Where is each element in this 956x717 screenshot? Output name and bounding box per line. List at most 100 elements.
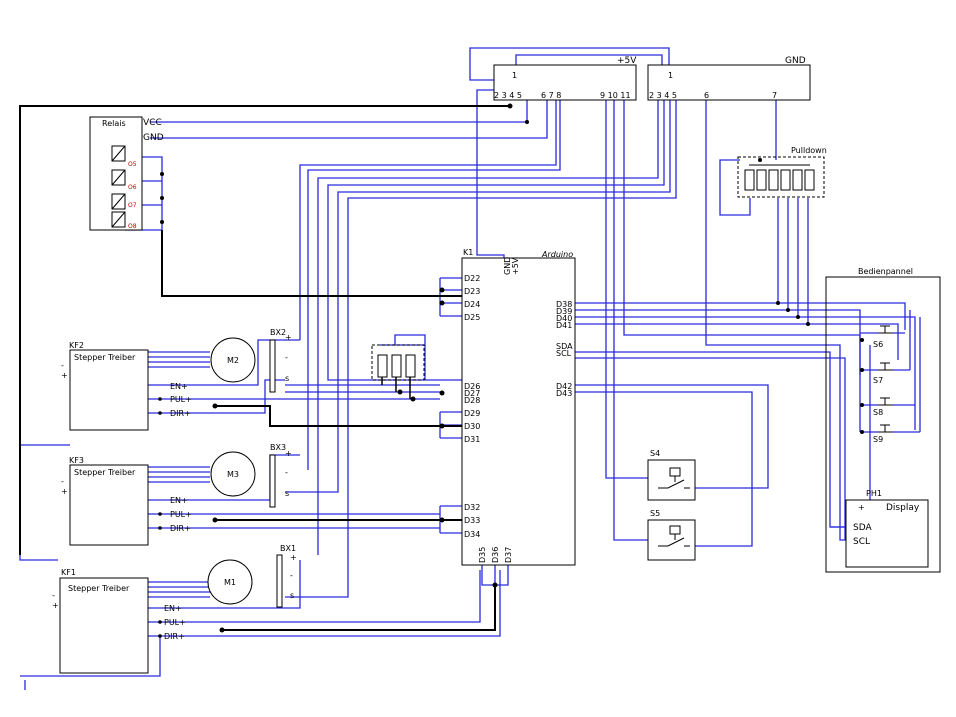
- motor-m3: M3: [210, 451, 256, 497]
- arduino-pin-sda: SDA: [556, 342, 573, 351]
- arduino-pin-d25: D25: [464, 313, 480, 322]
- connector-bx3-ref: BX3: [270, 443, 286, 452]
- relais-out-o8: O8: [128, 223, 137, 230]
- arduino-pin-d39: D39: [556, 307, 572, 316]
- driver-kf2-title: Stepper Treiber: [74, 353, 136, 362]
- display-title: Display: [886, 503, 920, 513]
- rail-gnd-pins-left: 2 3 4 5: [649, 91, 677, 100]
- driver-kf3-dir: DIR+: [170, 524, 191, 533]
- motor-m2-label: M2: [227, 356, 239, 365]
- connector-bx2-ref: BX2: [270, 328, 286, 337]
- stepper-driver-kf1: KF1 Stepper Treiber - + EN+ PUL+ DIR+: [52, 568, 186, 674]
- arduino-pin-d24: D24: [464, 300, 480, 309]
- stepper-driver-kf3: KF3 Stepper Treiber - + EN+ PUL+ DIR+: [61, 456, 192, 546]
- relais-title: Relais: [102, 119, 126, 128]
- arduino-title: Arduino: [541, 250, 573, 259]
- driver-kf1-minus: -: [52, 591, 55, 600]
- display-ph1: PH1 Display + SDA SCL: [845, 489, 929, 568]
- driver-kf2-pul: PUL+: [170, 395, 192, 404]
- rail-gnd-pin1: 1: [668, 71, 673, 80]
- arduino-pin-d22: D22: [464, 274, 480, 283]
- connector-bx3-plus: +: [285, 449, 292, 458]
- switch-s5: S5: [647, 509, 696, 561]
- arduino-pin-d30: D30: [464, 422, 480, 431]
- arduino-pin-d28: D28: [464, 396, 480, 405]
- panel-title: Bedienpannel: [858, 267, 913, 276]
- rail-5v-title: +5V: [617, 56, 637, 66]
- driver-kf1-ref: KF1: [61, 568, 76, 577]
- rail-gnd-pin7: 7: [772, 91, 777, 100]
- driver-kf3-ref: KF3: [69, 456, 84, 465]
- panel-switch-s7-label: S7: [873, 376, 883, 385]
- panel-switch-s6-label: S6: [873, 340, 883, 349]
- panel-switch-s7: S7: [873, 362, 893, 385]
- driver-kf1-title: Stepper Treiber: [68, 584, 130, 593]
- driver-kf2-plus: +: [61, 371, 68, 380]
- driver-kf1-dir: DIR+: [164, 632, 185, 641]
- arduino-pin-scl: SCL: [556, 349, 572, 358]
- panel-switch-s9: S9: [873, 424, 893, 444]
- arduino-pin-d37: D37: [504, 547, 513, 563]
- driver-kf2-dir: DIR+: [170, 409, 191, 418]
- relais-gnd-label: GND: [143, 133, 164, 143]
- driver-kf1-pul: PUL+: [164, 618, 186, 627]
- driver-kf2-en: EN+: [170, 382, 188, 391]
- relais-out-o7: O7: [128, 202, 137, 209]
- rail-gnd-pin6: 6: [704, 91, 709, 100]
- motor-m3-label: M3: [227, 470, 239, 479]
- connector-bx1: BX1 + - s: [276, 544, 297, 608]
- rail-gnd: GND 1 2 3 4 5 6 7: [647, 56, 811, 101]
- connector-bx2-plus: +: [285, 333, 292, 342]
- arduino-ref: K1: [463, 248, 473, 257]
- arduino-pin-d43: D43: [556, 389, 572, 398]
- rail-5v: +5V 1 2 3 4 5 6 7 8 9 10 11: [493, 56, 637, 101]
- relais-vcc-label: VCC: [143, 118, 162, 128]
- arduino-pin-d34: D34: [464, 530, 480, 539]
- driver-kf2-ref: KF2: [69, 341, 84, 350]
- switch-s4-label: S4: [650, 449, 660, 458]
- driver-kf1-en: EN+: [164, 604, 182, 613]
- pulldown-resistors: Pulldown: [737, 146, 827, 198]
- resistor-bank: [371, 344, 425, 399]
- control-panel: Bedienpannel S6 S7 S8 S9 PH1 Display + S…: [825, 267, 941, 573]
- connector-bx2: BX2 + - s: [269, 328, 292, 393]
- connector-bx1-ref: BX1: [280, 544, 296, 553]
- display-scl: SCL: [853, 537, 870, 547]
- connector-bx2-s: s: [285, 374, 289, 383]
- arduino-board: K1 Arduino GND +5V D22 D23 D24 D25 D26 D…: [461, 248, 576, 566]
- driver-kf3-en: EN+: [170, 496, 188, 505]
- driver-kf3-title: Stepper Treiber: [74, 468, 136, 477]
- arduino-gnd-pin: GND: [503, 257, 512, 275]
- pulldown-title: Pulldown: [791, 146, 827, 155]
- panel-switch-s6: S6: [873, 325, 893, 349]
- motor-m2: M2: [210, 337, 256, 383]
- arduino-pin-d36: D36: [491, 547, 500, 563]
- connector-bx3-minus: -: [285, 468, 288, 477]
- arduino-pin-d29: D29: [464, 409, 480, 418]
- junction-dots: [99, 103, 864, 638]
- driver-kf2-minus: -: [61, 361, 64, 370]
- arduino-pin-d35: D35: [478, 547, 487, 563]
- panel-switch-s9-label: S9: [873, 435, 883, 444]
- arduino-pin-d26: D26: [464, 382, 480, 391]
- stepper-driver-kf2: KF2 Stepper Treiber - + EN+ PUL+ DIR+: [61, 341, 192, 431]
- connector-bx3-s: s: [285, 489, 289, 498]
- relais-out-o5: O5: [128, 161, 137, 168]
- arduino-5v-pin: +5V: [511, 257, 520, 275]
- rail-5v-pins-mid: 6 7 8: [541, 91, 561, 100]
- driver-kf1-plus: +: [52, 601, 59, 610]
- driver-kf3-plus: +: [61, 487, 68, 496]
- panel-switch-s8-label: S8: [873, 408, 883, 417]
- rail-5v-pin1: 1: [512, 71, 517, 80]
- connector-bx1-minus: -: [290, 571, 293, 580]
- switch-s5-label: S5: [650, 509, 660, 518]
- connector-bx2-minus: -: [285, 353, 288, 362]
- arduino-pin-d33: D33: [464, 516, 480, 525]
- arduino-pin-d27: D27: [464, 389, 480, 398]
- connector-bx1-s: s: [290, 591, 294, 600]
- arduino-pin-d23: D23: [464, 287, 480, 296]
- arduino-pin-d38: D38: [556, 300, 572, 309]
- driver-kf3-minus: -: [61, 477, 64, 486]
- arduino-pin-d41: D41: [556, 321, 572, 330]
